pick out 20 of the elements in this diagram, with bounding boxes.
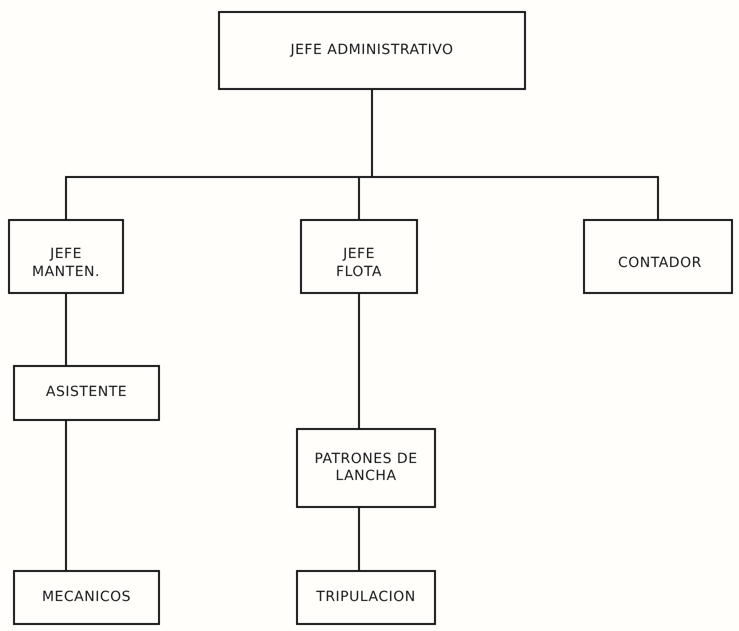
org-box [296, 428, 436, 508]
org-box [13, 570, 160, 625]
connector-line [371, 90, 659, 219]
role-label: TRIPULACION [315, 588, 417, 606]
role-label: MECANICOS [40, 588, 132, 606]
connector-line [65, 294, 67, 365]
connector-line [358, 294, 360, 428]
org-box [13, 365, 160, 421]
connector-line [65, 421, 67, 570]
org-box [8, 219, 124, 294]
org-box [583, 219, 733, 294]
connector-line [358, 508, 360, 570]
role-label: PATRONES DE LANCHA [313, 450, 419, 486]
role-label: JEFE FLOTA [335, 246, 383, 281]
org-box [300, 219, 418, 294]
role-label: JEFE ADMINISTRATIVO [288, 42, 455, 60]
org-box [218, 11, 526, 90]
org-box [296, 570, 436, 625]
role-label: ASISTENTE [44, 384, 128, 402]
role-label: JEFE MANTEN. [31, 246, 101, 281]
